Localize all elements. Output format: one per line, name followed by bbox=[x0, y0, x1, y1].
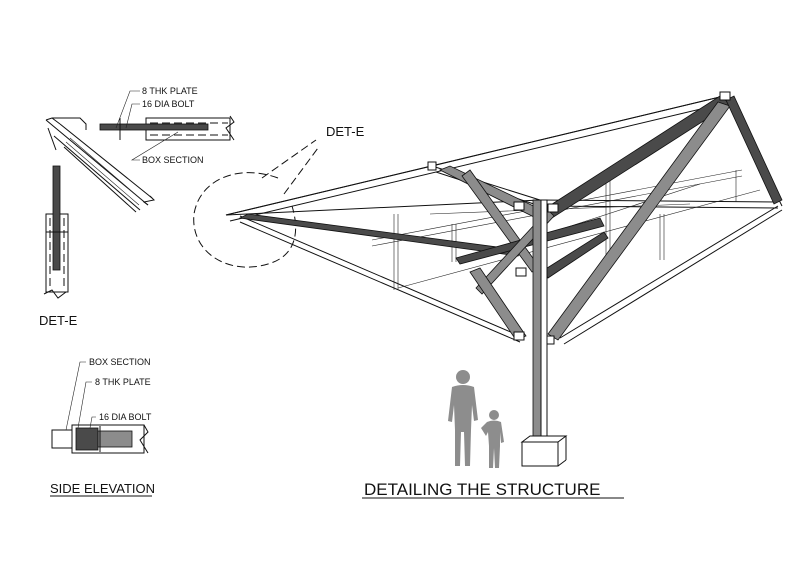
horizontal-box-section bbox=[99, 115, 235, 141]
det-e-callout-label: DET-E bbox=[326, 124, 365, 139]
detail-e-bolt-label: 16 DIA BOLT bbox=[142, 99, 195, 109]
central-column bbox=[532, 199, 548, 443]
diagonal-box-section bbox=[45, 117, 156, 213]
adult-silhouette bbox=[448, 370, 478, 466]
child-silhouette bbox=[481, 410, 504, 468]
detail-e-box-section-label: BOX SECTION bbox=[142, 155, 204, 165]
vertical-box-section bbox=[43, 165, 69, 299]
side-elevation-drawing bbox=[51, 361, 149, 454]
side-elevation-title: SIDE ELEVATION bbox=[50, 481, 155, 496]
structure-title: DETAILING THE STRUCTURE bbox=[364, 480, 600, 499]
side-elevation-box-section-label: BOX SECTION bbox=[89, 357, 151, 367]
side-elevation-bolt-label: 16 DIA BOLT bbox=[99, 412, 152, 422]
side-elevation-plate-label: 8 THK PLATE bbox=[95, 377, 151, 387]
detail-e-plate-label: 8 THK PLATE bbox=[142, 86, 198, 96]
detail-e-title: DET-E bbox=[39, 313, 78, 328]
detail-e-drawing bbox=[43, 90, 235, 299]
det-e-callout bbox=[193, 139, 319, 268]
umbrella-structure bbox=[225, 91, 783, 467]
main-rafters bbox=[238, 95, 783, 341]
column-footing bbox=[520, 435, 568, 467]
